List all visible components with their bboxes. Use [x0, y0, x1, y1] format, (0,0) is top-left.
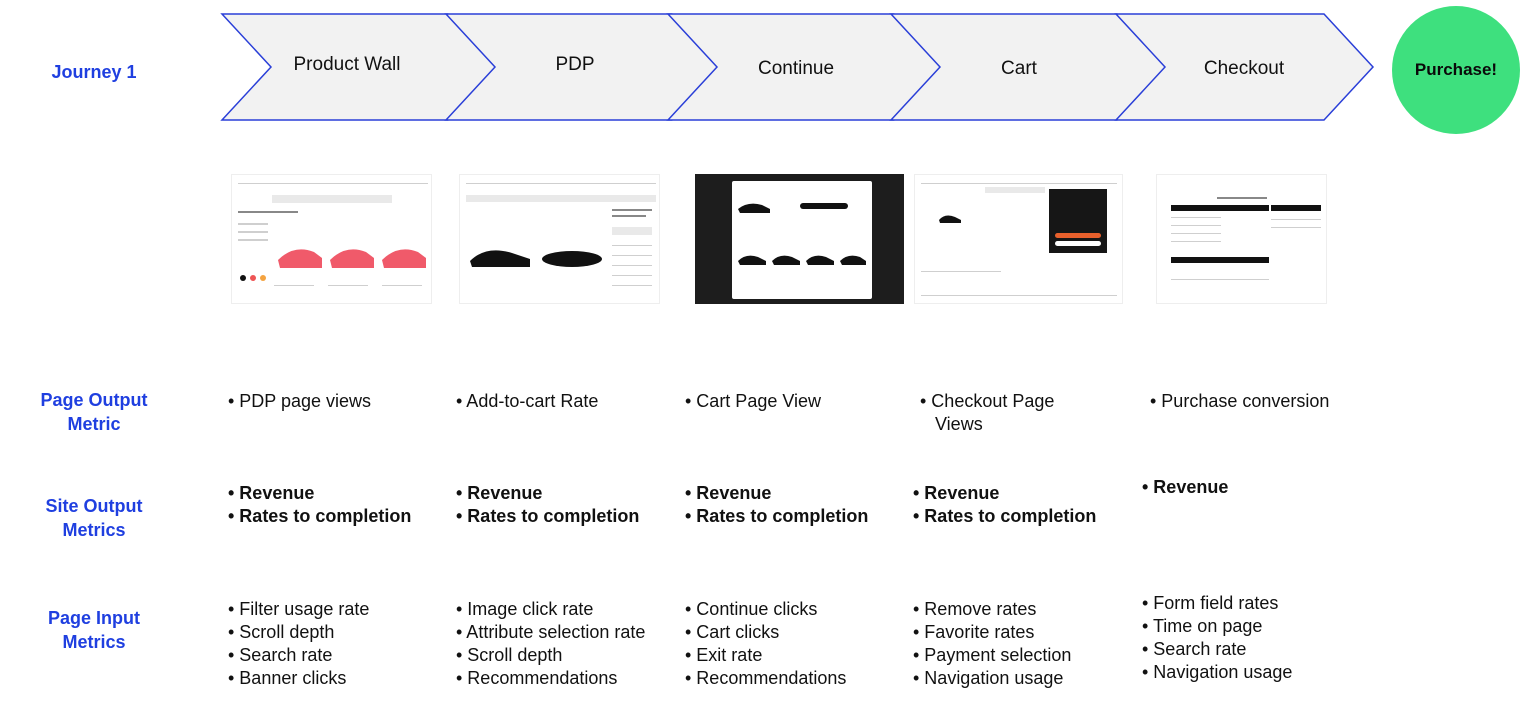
page-input-metric-1-line1: • Filter usage rate	[228, 599, 370, 619]
page-input-label-line2: Metrics	[62, 632, 126, 652]
page-input-metric-2-line3: • Scroll depth	[456, 645, 563, 665]
page-output-label-line2: Metric	[67, 414, 121, 434]
step-continue: Continue	[757, 58, 835, 79]
page-output-metric-5-line1: • Purchase conversion	[1150, 391, 1330, 411]
page-output-metric-2-line1: • Add-to-cart Rate	[456, 391, 599, 411]
page-output-metric-1: • PDP page views	[228, 390, 371, 413]
page-input-metric-2-line1: • Image click rate	[456, 599, 594, 619]
site-output-label-line1: Site Output	[45, 496, 143, 516]
page-input-metric-3-line2: • Cart clicks	[685, 622, 780, 642]
site-output-metric-1-line2: • Rates to completion	[228, 506, 412, 526]
pdp-screenshot	[459, 174, 660, 304]
page-input-metric-5-line3: • Search rate	[1142, 639, 1247, 659]
site-output-metric-5-line1: • Revenue	[1142, 477, 1229, 497]
page-output-metric-3: • Cart Page View	[685, 390, 821, 413]
page-output-metric-4-line1: • Checkout Page	[920, 391, 1055, 411]
site-output-metric-4: • Revenue • Rates to completion	[913, 482, 1096, 528]
page-output-metric-label: Page Output Metric	[14, 388, 174, 436]
page-output-metric-5: • Purchase conversion	[1150, 390, 1329, 413]
site-output-metric-5: • Revenue	[1142, 476, 1228, 499]
journey-label: Journey 1	[51, 62, 137, 82]
page-output-label-line1: Page Output	[40, 390, 148, 410]
page-input-metrics-1: • Filter usage rate • Scroll depth • Sea…	[228, 598, 369, 690]
purchase-label: Purchase!	[1414, 60, 1498, 79]
step-pdp: PDP	[555, 54, 595, 75]
site-output-metrics-label: Site Output Metrics	[14, 494, 174, 542]
page-input-label-line1: Page Input	[47, 608, 140, 628]
page-input-metric-3-line1: • Continue clicks	[685, 599, 818, 619]
page-input-metric-3-line3: • Exit rate	[685, 645, 763, 665]
page-output-metric-4: • Checkout Page Views	[920, 390, 1054, 436]
page-output-metric-4-line2: Views	[920, 414, 983, 434]
page-input-metric-1-line2: • Scroll depth	[228, 622, 335, 642]
site-output-metric-2: • Revenue • Rates to completion	[456, 482, 639, 528]
site-output-metric-1: • Revenue • Rates to completion	[228, 482, 411, 528]
continue-modal-screenshot	[695, 174, 904, 304]
page-input-metric-1-line4: • Banner clicks	[228, 668, 347, 688]
site-output-metric-2-line2: • Rates to completion	[456, 506, 640, 526]
purchase-circle: Purchase!	[1392, 6, 1520, 134]
site-output-metric-2-line1: • Revenue	[456, 483, 543, 503]
site-output-metric-3-line2: • Rates to completion	[685, 506, 869, 526]
page-input-metric-5-line2: • Time on page	[1142, 616, 1263, 636]
page-input-metrics-5: • Form field rates • Time on page • Sear…	[1142, 592, 1292, 684]
journey-chevrons	[220, 13, 1375, 121]
page-input-metric-1-line3: • Search rate	[228, 645, 333, 665]
product-wall-screenshot	[231, 174, 432, 304]
cart-screenshot	[914, 174, 1123, 304]
page-input-metric-3-line4: • Recommendations	[685, 668, 847, 688]
page-input-metric-5-line1: • Form field rates	[1142, 593, 1279, 613]
page-input-metric-4-line1: • Remove rates	[913, 599, 1037, 619]
page-input-metrics-label: Page Input Metrics	[14, 606, 174, 654]
site-output-label-line2: Metrics	[62, 520, 126, 540]
page-input-metrics-4: • Remove rates • Favorite rates • Paymen…	[913, 598, 1071, 690]
page-input-metric-5-line4: • Navigation usage	[1142, 662, 1293, 682]
checkout-screenshot	[1156, 174, 1327, 304]
step-cart: Cart	[1001, 58, 1037, 79]
page-output-metric-1-line1: • PDP page views	[228, 391, 372, 411]
site-output-metric-4-line1: • Revenue	[913, 483, 1000, 503]
page-output-metric-3-line1: • Cart Page View	[685, 391, 822, 411]
step-checkout: Checkout	[1203, 58, 1285, 79]
page-input-metric-4-line3: • Payment selection	[913, 645, 1072, 665]
page-output-metric-2: • Add-to-cart Rate	[456, 390, 598, 413]
site-output-metric-1-line1: • Revenue	[228, 483, 315, 503]
site-output-metric-3-line1: • Revenue	[685, 483, 772, 503]
page-input-metric-4-line2: • Favorite rates	[913, 622, 1035, 642]
page-input-metrics-2: • Image click rate • Attribute selection…	[456, 598, 645, 690]
step-product-wall: Product Wall	[293, 54, 401, 75]
page-input-metrics-3: • Continue clicks • Cart clicks • Exit r…	[685, 598, 846, 690]
page-input-metric-2-line4: • Recommendations	[456, 668, 618, 688]
page-input-metric-2-line2: • Attribute selection rate	[456, 622, 646, 642]
page-input-metric-4-line4: • Navigation usage	[913, 668, 1064, 688]
site-output-metric-4-line2: • Rates to completion	[913, 506, 1097, 526]
site-output-metric-3: • Revenue • Rates to completion	[685, 482, 868, 528]
